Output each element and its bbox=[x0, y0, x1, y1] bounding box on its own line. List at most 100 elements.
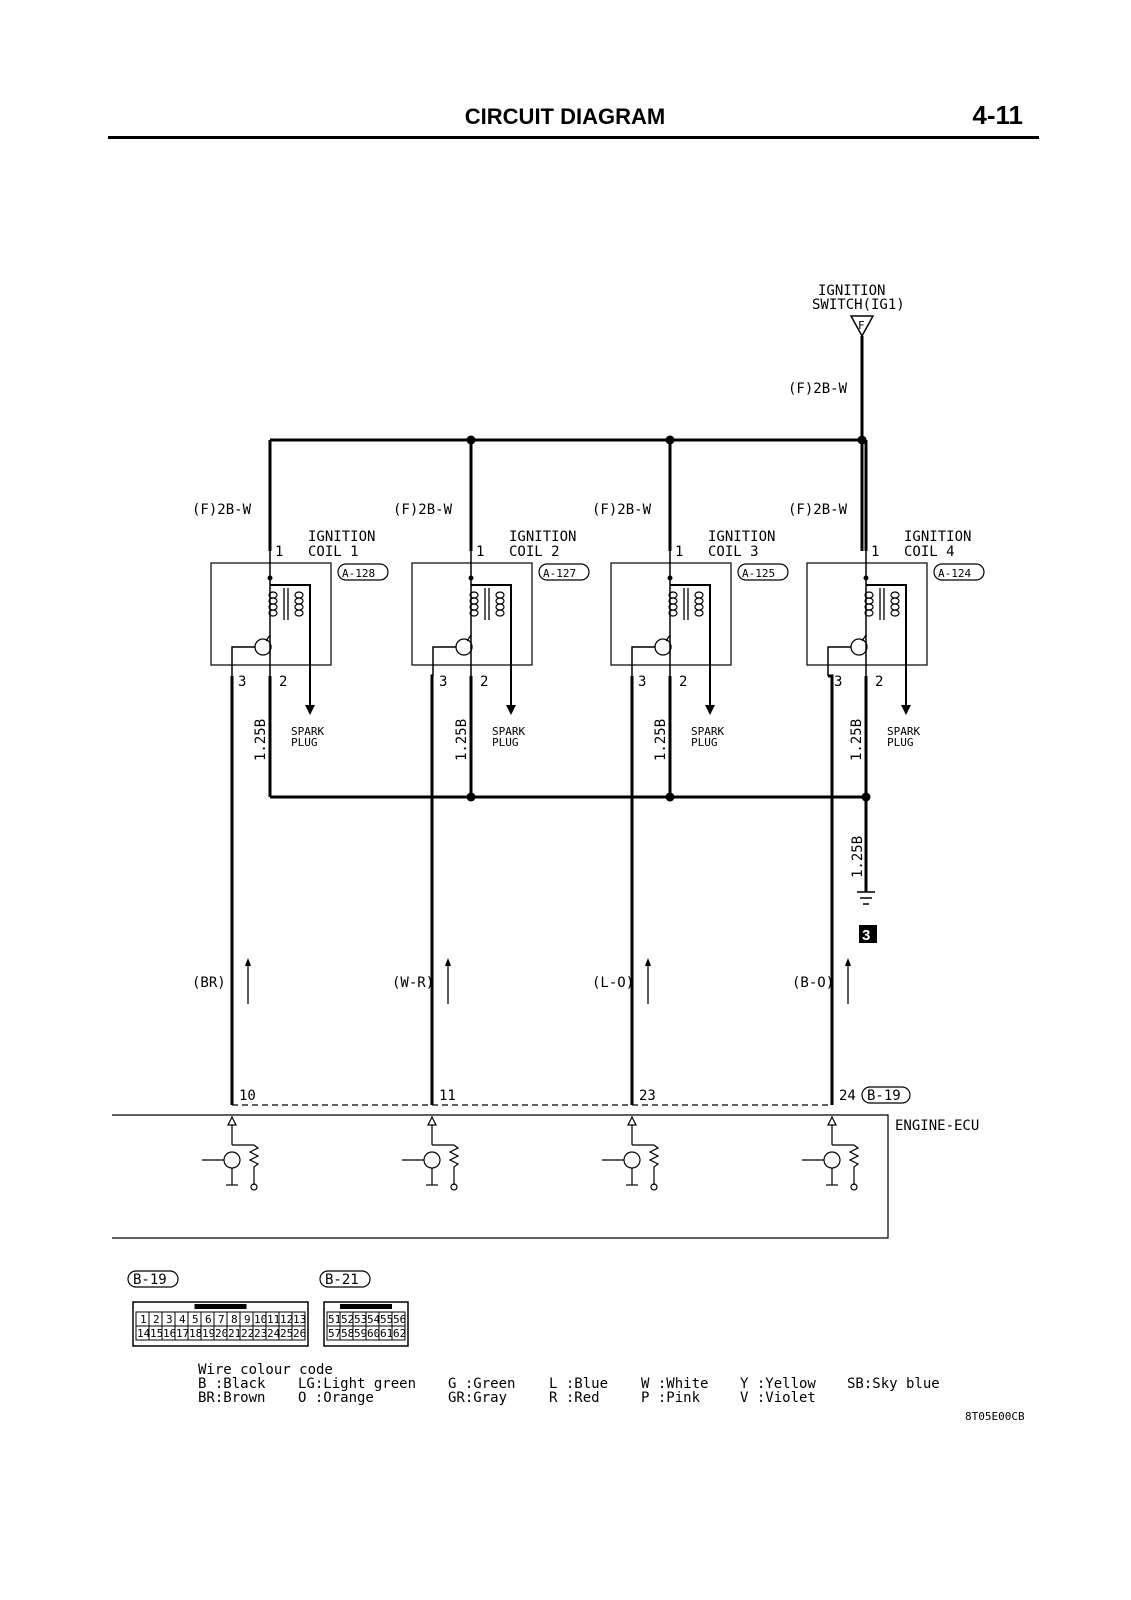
connector-pin-number: 21 bbox=[228, 1327, 241, 1340]
ground-wire-label: 1.25B bbox=[850, 836, 866, 878]
ground-point-badge bbox=[859, 925, 877, 943]
ecu-transistor-icon bbox=[423, 1151, 441, 1169]
coil-pin-ecu: 3 bbox=[834, 674, 842, 690]
coil-winding-icon bbox=[890, 591, 900, 599]
connector-pin-number: 54 bbox=[367, 1313, 381, 1326]
connector-tag bbox=[127, 1270, 179, 1288]
junction-dot bbox=[466, 792, 476, 802]
resistor-icon bbox=[448, 1144, 460, 1185]
coil-winding-icon bbox=[268, 609, 278, 617]
legend-entry: W :White bbox=[641, 1376, 708, 1392]
spark-arrow-icon bbox=[901, 705, 911, 715]
legend-entry: SB:Sky blue bbox=[847, 1376, 940, 1392]
plug-label: PLUG bbox=[291, 736, 318, 749]
coil-winding-icon bbox=[495, 591, 505, 599]
coil-pin-in: 1 bbox=[476, 544, 484, 560]
ignition-switch-feed-wire: (F)2B-W bbox=[788, 381, 848, 397]
coil-winding-icon bbox=[294, 597, 304, 605]
resistor-icon bbox=[848, 1144, 860, 1185]
secondary-wire bbox=[670, 584, 711, 705]
ecu-pin-number: 11 bbox=[439, 1088, 456, 1104]
ignition-coil-box bbox=[610, 562, 732, 666]
connector-pin-number: 58 bbox=[341, 1327, 354, 1340]
ignition-switch-connector-letter: F bbox=[858, 319, 865, 332]
legend-entry: O :Orange bbox=[298, 1390, 374, 1406]
collector-lead bbox=[466, 634, 472, 642]
coil-label-line2: COIL 3 bbox=[708, 544, 759, 560]
junction-dot bbox=[468, 575, 474, 581]
arrowhead-icon bbox=[245, 958, 251, 966]
base-wire bbox=[631, 646, 655, 676]
base-wire bbox=[827, 646, 851, 676]
connector-pin-number: 57 bbox=[328, 1327, 341, 1340]
coil-winding-icon bbox=[890, 597, 900, 605]
connector-pin-number: 56 bbox=[393, 1313, 406, 1326]
coil-winding-icon bbox=[469, 609, 479, 617]
collector-lead bbox=[861, 634, 867, 642]
spark-label: SPARK bbox=[887, 725, 920, 738]
coil-winding-icon bbox=[294, 609, 304, 617]
coil-pin-gnd: 2 bbox=[279, 674, 287, 690]
connector-pin-number: 52 bbox=[341, 1313, 354, 1326]
coil-label-line1: IGNITION bbox=[308, 529, 375, 545]
connector-pin-number: 61 bbox=[380, 1327, 393, 1340]
coil-label-line2: COIL 4 bbox=[904, 544, 955, 560]
spark-label: SPARK bbox=[492, 725, 525, 738]
ecu-signal-wire bbox=[430, 674, 434, 1105]
connector-tag bbox=[319, 1270, 371, 1288]
feed-wire-label: (F)2B-W bbox=[592, 502, 652, 518]
collector-lead bbox=[665, 634, 671, 642]
legend-entry: P :Pink bbox=[641, 1390, 701, 1406]
ecu-terminal-icon bbox=[227, 1115, 237, 1126]
feed-wire-label: (F)2B-W bbox=[788, 502, 848, 518]
legend-entry: GR:Gray bbox=[448, 1390, 507, 1406]
connector-housing bbox=[132, 1301, 309, 1347]
secondary-wire bbox=[866, 584, 907, 705]
engine-ecu-label: ENGINE-ECU bbox=[895, 1118, 979, 1134]
coil-winding-icon bbox=[694, 591, 704, 599]
coil-connector-label: A-125 bbox=[742, 567, 775, 580]
connector-pin-number: 53 bbox=[354, 1313, 367, 1326]
coil-label-line2: COIL 2 bbox=[509, 544, 560, 560]
coil-label-line1: IGNITION bbox=[708, 529, 775, 545]
connector-pin-number: 19 bbox=[202, 1327, 215, 1340]
ecu-transistor-icon bbox=[823, 1151, 841, 1169]
ecu-connector-tag: B-19 bbox=[861, 1086, 911, 1104]
ecu-terminal-icon bbox=[427, 1115, 437, 1126]
transistor-icon bbox=[254, 638, 272, 656]
connector-pin-number: 5 bbox=[192, 1313, 199, 1326]
connector-pin-number: 13 bbox=[293, 1313, 306, 1326]
plug-label: PLUG bbox=[691, 736, 718, 749]
coil-winding-icon bbox=[495, 603, 505, 611]
junction-dot bbox=[667, 575, 673, 581]
coil-pin-gnd: 2 bbox=[679, 674, 687, 690]
coil-label-line1: IGNITION bbox=[904, 529, 971, 545]
coil-pin-ecu: 3 bbox=[638, 674, 646, 690]
coil-connector-label: A-127 bbox=[543, 567, 576, 580]
connector-pin-number: 4 bbox=[179, 1313, 186, 1326]
spark-label: SPARK bbox=[691, 725, 724, 738]
connector-pin-number: 2 bbox=[153, 1313, 160, 1326]
feed-wire-label: (F)2B-W bbox=[393, 502, 453, 518]
connector-pin-number: 24 bbox=[267, 1327, 281, 1340]
spark-arrow-icon bbox=[305, 705, 315, 715]
ecu-signal-wire bbox=[828, 674, 834, 1105]
coil-pin-in: 1 bbox=[275, 544, 283, 560]
coil-connector-tag bbox=[737, 563, 789, 581]
coil-label-line2: COIL 1 bbox=[308, 544, 359, 560]
spark-arrow-icon bbox=[506, 705, 516, 715]
ecu-ground-icon bbox=[850, 1183, 858, 1191]
ecu-ground-icon bbox=[450, 1183, 458, 1191]
coil-winding-icon bbox=[668, 609, 678, 617]
coil-label-line1: IGNITION bbox=[509, 529, 576, 545]
connector-pin-number: 14 bbox=[137, 1327, 151, 1340]
coil-connector-tag bbox=[933, 563, 985, 581]
connector-pin-number: 62 bbox=[393, 1327, 406, 1340]
connector-pin-number: 7 bbox=[218, 1313, 225, 1326]
coil-winding-icon bbox=[694, 603, 704, 611]
connector-pin-number: 51 bbox=[328, 1313, 341, 1326]
